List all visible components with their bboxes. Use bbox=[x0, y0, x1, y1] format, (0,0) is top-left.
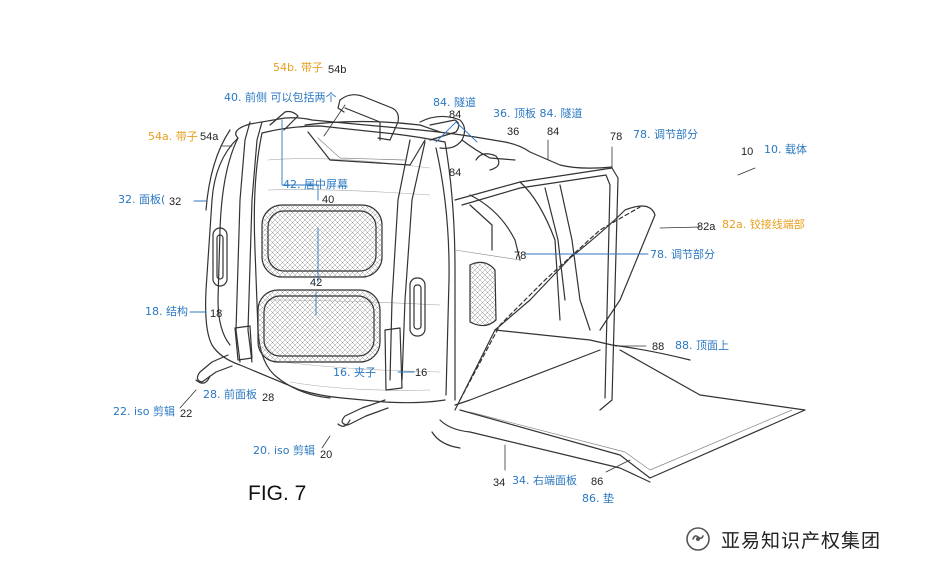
numeral-22: 22 bbox=[180, 408, 193, 420]
leader-lines bbox=[189, 119, 649, 373]
annotation-34: 34. 右端面板 bbox=[512, 474, 577, 487]
numeral-54a: 54a bbox=[200, 131, 219, 143]
numeral-10: 10 bbox=[741, 146, 754, 158]
annotation-28: 28. 前面板 bbox=[203, 388, 257, 401]
annotation-86: 86. 垫 bbox=[582, 492, 614, 505]
strap-54b bbox=[337, 94, 399, 141]
clips bbox=[195, 325, 403, 427]
annotation-20: 20. iso 剪辑 bbox=[253, 444, 316, 457]
numeral-78-top: 78 bbox=[610, 131, 623, 143]
annotation-78-mid: 78. 调节部分 bbox=[650, 248, 715, 261]
numeral-54b: 54b bbox=[328, 64, 347, 76]
annotation-84-top: 84. 隧道 bbox=[433, 96, 476, 109]
annotation-42: 42. 居中屏幕 bbox=[283, 178, 348, 191]
numeral-leaders bbox=[179, 104, 756, 473]
annotation-54b: 54b. 带子 bbox=[273, 61, 323, 74]
numeral-42: 42 bbox=[310, 277, 323, 289]
mesh-screens bbox=[257, 204, 497, 363]
annotation-82a: 82a. 铰接线端部 bbox=[722, 218, 805, 231]
annotation-88: 88. 顶面上 bbox=[675, 339, 729, 352]
floor-and-mat bbox=[431, 329, 806, 483]
annotation-36-84: 36. 顶板 84. 隧道 bbox=[493, 107, 583, 120]
watermark: 亚易知识产权集团 bbox=[683, 524, 881, 554]
numeral-86: 86 bbox=[591, 476, 604, 488]
top-panel bbox=[304, 115, 516, 171]
figure-caption: FIG. 7 bbox=[248, 482, 307, 505]
numeral-84-side: 84 bbox=[449, 167, 462, 179]
watermark-text: 亚易知识产权集团 bbox=[721, 529, 882, 552]
numeral-28: 28 bbox=[262, 392, 275, 404]
annotation-54a: 54a. 带子 bbox=[148, 130, 198, 143]
annotation-32: 32. 面板( bbox=[118, 193, 166, 206]
annotation-78-top: 78. 调节部分 bbox=[633, 128, 698, 141]
numeral-82a: 82a bbox=[697, 221, 716, 233]
numeral-16: 16 bbox=[415, 367, 428, 379]
open-end-frame bbox=[454, 167, 656, 411]
wechat-official-account-icon bbox=[686, 527, 710, 551]
annotation-16: 16. 夹子 bbox=[333, 366, 376, 379]
annotation-18: 18. 结构 bbox=[145, 305, 188, 318]
numeral-32: 32 bbox=[169, 196, 182, 208]
numeral-18: 18 bbox=[210, 308, 223, 320]
numeral-20: 20 bbox=[320, 449, 333, 461]
strap-54a bbox=[235, 110, 299, 363]
annotation-22: 22. iso 剪辑 bbox=[113, 405, 176, 418]
numeral-40: 40 bbox=[322, 194, 335, 206]
side-structures bbox=[212, 227, 426, 337]
numeral-84-tunnel: 84 bbox=[547, 126, 560, 138]
annotation-10: 10. 载体 bbox=[764, 143, 807, 156]
numeral-88: 88 bbox=[652, 341, 665, 353]
numeral-78-mid: 78 bbox=[514, 250, 527, 262]
annotation-40: 40. 前侧 可以包括两个 bbox=[224, 91, 337, 104]
numeral-36: 36 bbox=[507, 126, 520, 138]
numeral-84-top: 84 bbox=[449, 109, 462, 121]
numeral-34: 34 bbox=[493, 477, 506, 489]
